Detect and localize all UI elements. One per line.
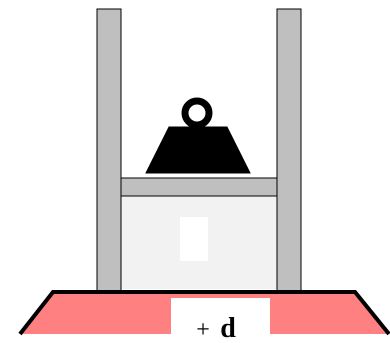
plate-label-symbol: d [220,313,236,343]
inner-window [180,217,208,261]
plate-label-box [171,298,270,343]
right-post [276,8,302,293]
weight-body [145,126,251,174]
weight [145,97,251,174]
piston-plate [120,177,278,197]
weight-handle [181,97,213,129]
bottom-plate-outline [18,290,390,336]
plate-label-sign: + [196,317,210,343]
left-post [96,8,122,293]
